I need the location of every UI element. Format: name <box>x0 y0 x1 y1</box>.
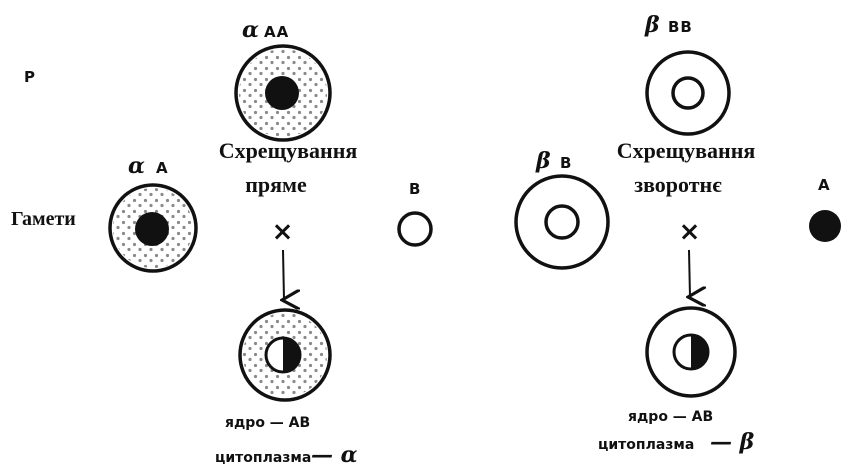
right-offspring-zygote <box>647 308 735 396</box>
right-cytoplasm-caption: цитоплазма <box>598 437 694 453</box>
right-cross-symbol: × <box>679 217 702 247</box>
right-nucleus-caption: ядро — AB <box>628 409 713 425</box>
left-gamete-greek: α <box>128 153 145 179</box>
left-gamete-genotype: A <box>156 159 169 177</box>
right-male-gamete-label: A <box>818 176 831 194</box>
right-parent-greek: β <box>644 12 660 38</box>
left-gamete-nucleus <box>135 212 169 246</box>
right-gamete-greek: β <box>535 148 551 174</box>
left-cytoplasm-greek: — α <box>311 442 358 466</box>
left-offspring-zygote <box>240 310 330 400</box>
right-parent-egg-cell <box>647 52 729 134</box>
right-gamete-egg-cell <box>516 176 608 268</box>
left-gamete-egg-cell <box>110 185 196 271</box>
left-parent-greek: α <box>242 17 259 43</box>
right-gamete-genotype: B <box>560 154 572 172</box>
left-cytoplasm-caption: цитоплазма <box>215 450 311 466</box>
gametes-label: Гамети <box>11 208 76 230</box>
left-nucleus-caption: ядро — AB <box>225 415 310 431</box>
cross-direct-label-line2: пряме <box>245 172 307 197</box>
left-arrow <box>283 250 284 300</box>
left-male-gamete-label: B <box>409 180 421 198</box>
left-male-gamete-cell <box>399 213 431 245</box>
p-generation-label: P <box>24 68 36 86</box>
right-male-gamete-cell <box>809 210 841 242</box>
cross-reverse-label-line1: Схрещування <box>617 138 756 163</box>
right-cytoplasm-greek: — β <box>710 429 755 455</box>
left-parent-egg-cell <box>236 46 330 140</box>
right-gamete-nucleus <box>546 206 578 238</box>
left-cross-symbol: × <box>272 217 295 247</box>
right-parent-nucleus <box>673 78 703 108</box>
right-arrow <box>689 250 690 297</box>
left-parent-genotype: AA <box>264 23 289 41</box>
cross-reverse-label-line2: зворотнє <box>634 172 722 197</box>
left-parent-nucleus <box>265 76 299 110</box>
right-parent-genotype: BB <box>668 18 693 36</box>
cross-direct-label-line1: Схрещування <box>219 138 358 163</box>
